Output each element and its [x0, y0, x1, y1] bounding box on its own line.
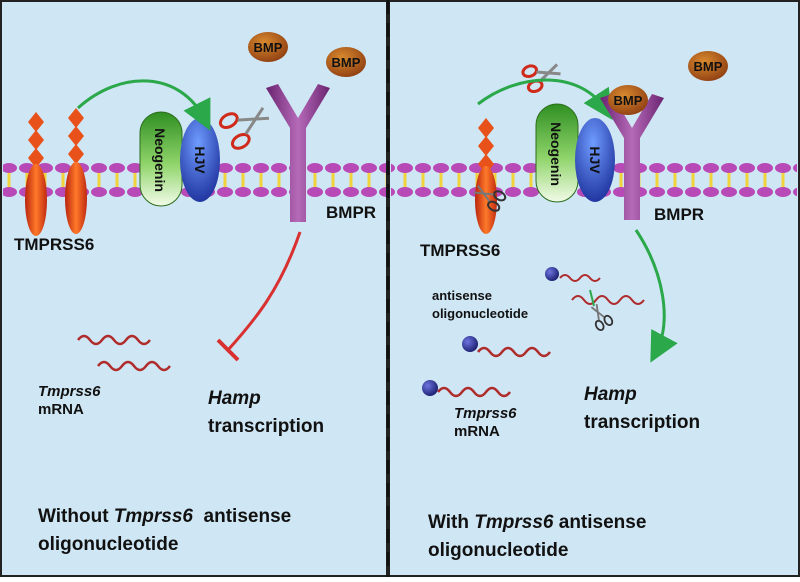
svg-text:BMP: BMP	[254, 40, 283, 55]
cleavage-arrow-right	[477, 78, 613, 121]
bmpr-receptor-left	[266, 84, 330, 222]
bmpr-label-right: BMPR	[654, 205, 704, 224]
left-panel	[0, 0, 388, 577]
svg-text:BMP: BMP	[332, 55, 361, 70]
svg-text:Neogenin: Neogenin	[152, 128, 168, 192]
bmpr-receptor-right	[600, 94, 664, 220]
bmp-ligand-right-free: BMP	[688, 51, 728, 81]
inhibition-bar	[216, 338, 240, 362]
aso-label-line1: antisense	[432, 288, 492, 303]
neogenin-protein-right: Neogenin	[535, 103, 579, 203]
mrna-gene-label-right: Tmprss6	[454, 405, 517, 422]
aso-bound-segment	[589, 289, 595, 307]
hamp-gene-label-left: Hamp	[208, 388, 261, 409]
neogenin-protein-left: Neogenin	[139, 111, 183, 207]
aso-bead-free	[545, 267, 559, 281]
aso-bead-2	[422, 380, 438, 396]
mrna-strand-left-2	[97, 360, 171, 372]
caption-left-line2: oligonucleotide	[38, 534, 178, 555]
mrna-gene-label-left: Tmprss6	[38, 383, 101, 400]
bmp-ligand-left-2: BMP	[326, 47, 366, 77]
mrna-strand-right-1	[477, 346, 551, 358]
svg-text:Neogenin: Neogenin	[548, 122, 564, 186]
mrna-strand-right-2	[437, 386, 511, 398]
scissors-icon	[590, 303, 614, 331]
scissors-icon	[473, 184, 507, 212]
caption-right-line1: With Tmprss6 antisense	[428, 512, 646, 533]
caption-right-line2: oligonucleotide	[428, 540, 568, 561]
tmprss6-protein-right	[475, 118, 497, 234]
tmprss6-protein-left-1	[25, 112, 47, 236]
bmp-ligand-left-1: BMP	[248, 32, 288, 62]
scissors-icon	[218, 106, 270, 150]
cleavage-arrow-left	[76, 79, 211, 131]
mrna-strand-left-1	[77, 334, 151, 346]
caption-left-line1: Without Tmprss6 antisense	[38, 506, 291, 527]
svg-text:HJV: HJV	[192, 146, 208, 174]
svg-text:HJV: HJV	[587, 146, 603, 174]
mrna-word-label-right: mRNA	[454, 423, 500, 440]
bmp-ligand-right-bound: BMP	[608, 85, 648, 115]
hamp-gene-label-right: Hamp	[584, 384, 637, 405]
tmprss6-label-left: TMPRSS6	[14, 235, 94, 254]
svg-text:BMP: BMP	[614, 93, 643, 108]
hjv-protein-left: HJV	[180, 118, 220, 202]
tmprss6-protein-left-2	[65, 108, 87, 234]
activation-arrow-right	[634, 229, 678, 363]
hjv-protein-right: HJV	[575, 118, 615, 202]
svg-text:BMP: BMP	[694, 59, 723, 74]
tmprss6-label-right: TMPRSS6	[420, 241, 500, 260]
aso-label-line2: oligonucleotide	[432, 306, 528, 321]
hamp-word-label-right: transcription	[584, 412, 700, 433]
mrna-strand-cleaved	[571, 295, 645, 305]
inhibition-line	[226, 231, 302, 352]
bmpr-label-left: BMPR	[326, 203, 376, 222]
hamp-word-label-left: transcription	[208, 416, 324, 437]
aso-bead-1	[462, 336, 478, 352]
mrna-word-label-left: mRNA	[38, 401, 84, 418]
aso-strand-free	[559, 274, 601, 282]
